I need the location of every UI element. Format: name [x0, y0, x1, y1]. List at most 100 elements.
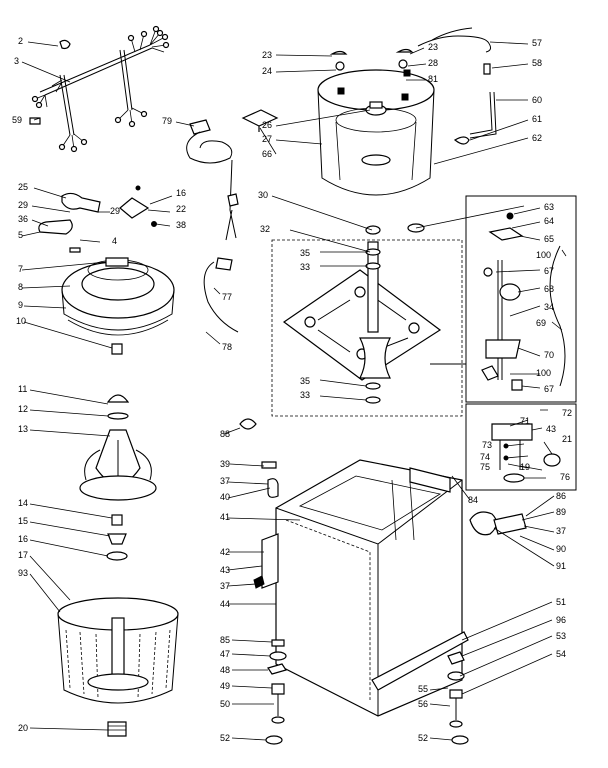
part-label-89: 89: [556, 507, 566, 517]
part-label-29: 29: [110, 206, 120, 216]
part-label-23: 23: [428, 42, 438, 52]
part-label-67: 67: [544, 384, 554, 394]
part-label-60: 60: [532, 95, 542, 105]
part-label-2: 2: [18, 36, 23, 46]
part-label-30: 30: [258, 190, 268, 200]
part-label-90: 90: [556, 544, 566, 554]
part-label-79: 79: [162, 116, 172, 126]
hoses: [407, 27, 497, 233]
part-label-85: 85: [220, 635, 230, 645]
agitator: [79, 394, 157, 561]
part-label-27: 27: [262, 134, 272, 144]
part-label-47: 47: [220, 649, 230, 659]
part-label-24: 24: [262, 66, 272, 76]
part-label-29: 29: [18, 200, 28, 210]
part-label-93: 93: [18, 568, 28, 578]
part-labels: 2 3 59 25 29 36 5 29 4 7 8 9 10 16 22 38…: [12, 36, 572, 743]
part-label-41: 41: [220, 512, 230, 522]
part-label-57: 57: [532, 38, 542, 48]
part-label-70: 70: [544, 350, 554, 360]
part-label-50: 50: [220, 699, 230, 709]
part-label-25: 25: [18, 182, 28, 192]
part-label-65: 65: [544, 234, 554, 244]
part-label-74: 74: [480, 452, 490, 462]
part-label-54: 54: [556, 649, 566, 659]
part-label-20: 20: [18, 723, 28, 733]
part-label-40: 40: [220, 492, 230, 502]
outer-tub: [241, 48, 435, 196]
part-label-71: 71: [520, 416, 530, 426]
part-label-23: 23: [262, 50, 272, 60]
part-label-88: 88: [220, 429, 230, 439]
part-label-39: 39: [220, 459, 230, 469]
part-label-100: 100: [536, 368, 551, 378]
part-label-77: 77: [222, 292, 232, 302]
part-label-5: 5: [18, 230, 23, 240]
part-label-10: 10: [16, 316, 26, 326]
part-label-48: 48: [220, 665, 230, 675]
part-label-37: 37: [556, 526, 566, 536]
part-label-66: 66: [262, 149, 272, 159]
part-label-11: 11: [18, 384, 27, 394]
part-label-73: 73: [482, 440, 492, 450]
part-label-28: 28: [428, 58, 438, 68]
part-label-33: 33: [300, 390, 310, 400]
part-label-64: 64: [544, 216, 554, 226]
part-label-3: 3: [14, 56, 19, 66]
part-label-58: 58: [532, 58, 542, 68]
part-label-53: 53: [556, 631, 566, 641]
part-label-43: 43: [220, 565, 230, 575]
cabinet: [239, 418, 527, 717]
part-label-68: 68: [544, 284, 554, 294]
part-label-35: 35: [300, 376, 310, 386]
part-label-61: 61: [532, 114, 542, 124]
inset-pump-linkage: [465, 195, 577, 403]
part-label-35: 35: [300, 248, 310, 258]
part-label-14: 14: [18, 498, 28, 508]
part-label-91: 91: [556, 561, 566, 571]
part-label-34: 34: [544, 302, 554, 312]
leader-lines: [21, 41, 567, 741]
part-label-72: 72: [562, 408, 572, 418]
part-label-63: 63: [544, 202, 554, 212]
part-label-96: 96: [556, 615, 566, 625]
part-label-16: 16: [176, 188, 186, 198]
part-label-56: 56: [418, 699, 428, 709]
power-cord: [186, 119, 239, 241]
part-label-42: 42: [220, 547, 230, 557]
part-label-100: 100: [536, 250, 551, 260]
part-label-15: 15: [18, 516, 28, 526]
part-label-81: 81: [428, 74, 438, 84]
part-label-86: 86: [556, 491, 566, 501]
part-label-75: 75: [480, 462, 490, 472]
part-label-43: 43: [546, 424, 556, 434]
part-label-37: 37: [220, 476, 230, 486]
part-label-17: 17: [18, 550, 28, 560]
part-label-78: 78: [222, 342, 232, 352]
part-label-9: 9: [18, 300, 23, 310]
part-label-8: 8: [18, 282, 23, 292]
part-label-44: 44: [220, 599, 230, 609]
part-label-69: 69: [536, 318, 546, 328]
part-label-26: 26: [262, 120, 272, 130]
part-label-62: 62: [532, 133, 542, 143]
part-label-19: 19: [520, 462, 530, 472]
part-label-59: 59: [12, 115, 22, 125]
part-label-52: 52: [418, 733, 428, 743]
leveling-feet: [265, 639, 469, 745]
part-label-22: 22: [176, 204, 186, 214]
part-label-38: 38: [176, 220, 186, 230]
part-label-36: 36: [18, 214, 28, 224]
part-label-55: 55: [418, 684, 428, 694]
part-label-4: 4: [112, 236, 117, 246]
part-label-51: 51: [556, 597, 566, 607]
wash-basket: [57, 597, 179, 737]
balance-ring-assembly: [61, 257, 175, 355]
part-label-52: 52: [220, 733, 230, 743]
part-label-33: 33: [300, 262, 310, 272]
part-label-13: 13: [18, 424, 28, 434]
part-label-12: 12: [18, 404, 28, 414]
part-label-84: 84: [468, 495, 478, 505]
wire-harness: [29, 25, 170, 153]
